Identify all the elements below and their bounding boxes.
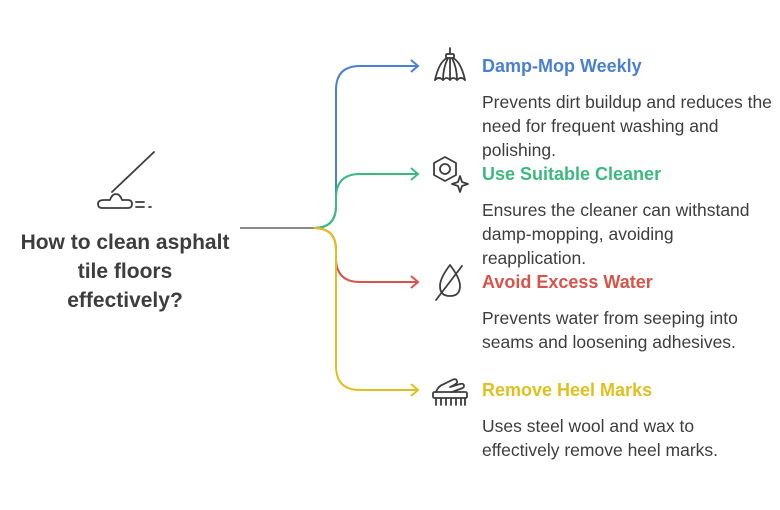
- item-title-damp-mop-weekly: Damp-Mop Weekly: [482, 56, 642, 76]
- item-description-avoid-excess-water: Prevents water from seeping into seams a…: [482, 308, 738, 352]
- arrow-head-1: [410, 59, 420, 73]
- item-title-remove-heel-marks: Remove Heel Marks: [482, 380, 653, 400]
- branch-line-2: [313, 173, 418, 229]
- item-title-avoid-excess-water: Avoid Excess Water: [482, 272, 653, 292]
- arrow-head-2: [410, 167, 420, 181]
- item-description-damp-mop-weekly: Prevents dirt buildup and reduces the ne…: [482, 92, 772, 160]
- central-title: How to clean asphalt tile floors effecti…: [20, 231, 230, 312]
- branch-line-3: [313, 227, 418, 283]
- mop-head-icon: [434, 47, 466, 81]
- item-title-use-suitable-cleaner: Use Suitable Cleaner: [482, 164, 662, 184]
- scrub-brush-icon: [432, 378, 468, 406]
- mop-icon: [97, 151, 155, 209]
- arrow-head-4: [410, 383, 420, 397]
- item-description-remove-heel-marks: Uses steel wool and wax to effectively r…: [482, 416, 719, 460]
- branch-line-1: [313, 65, 418, 229]
- branch-line-4: [313, 227, 418, 391]
- hex-nut-sparkle-icon: [433, 156, 469, 193]
- item-description-use-suitable-cleaner: Ensures the cleaner can withstand damp-m…: [482, 200, 750, 268]
- arrow-head-3: [410, 275, 420, 289]
- water-drop-off-icon: [435, 264, 463, 301]
